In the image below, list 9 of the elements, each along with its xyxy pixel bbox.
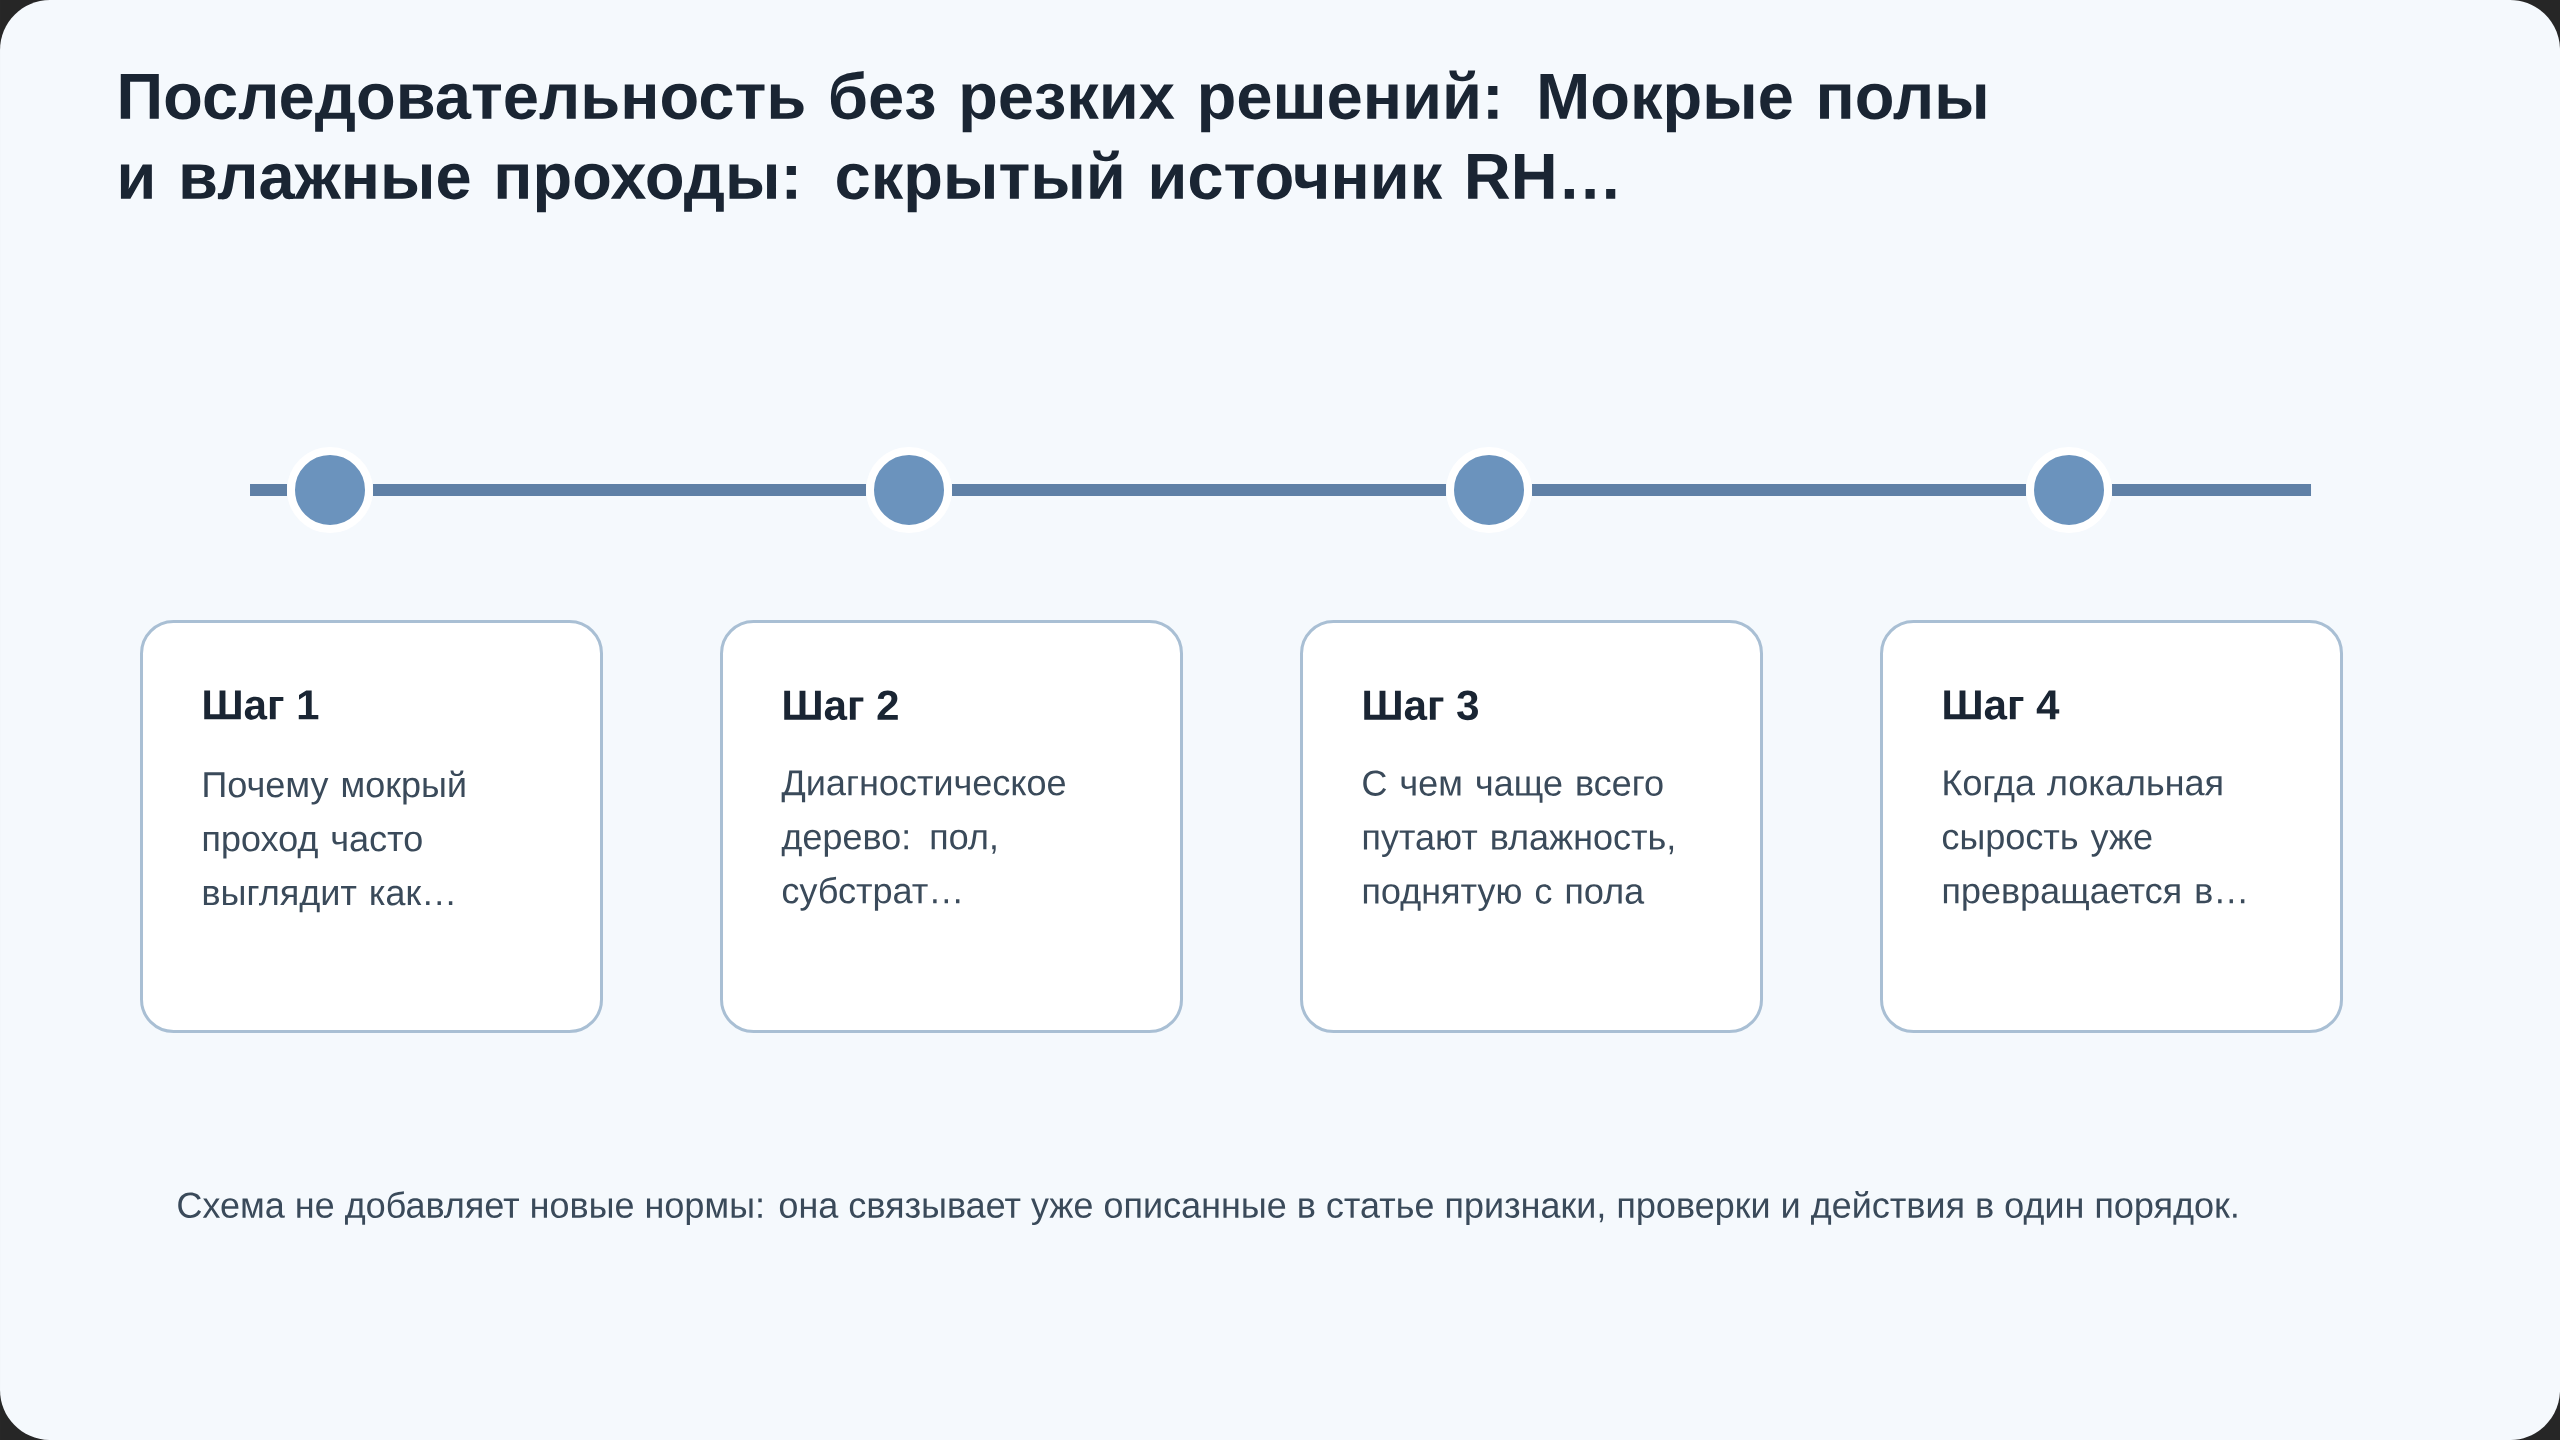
timeline-line: [373, 484, 866, 496]
step-card: Шаг 3 С чем чаще всего путают влажность, поднятую с пола: [1300, 620, 1763, 1033]
step-card: Шаг 4 Когда локальная сырость уже превращается в…: [1880, 620, 2343, 1033]
step-card: Шаг 1 Почему мокрый проход часто выглядит как…: [140, 620, 603, 1033]
timeline-line: [1532, 484, 2026, 496]
timeline-line: [952, 484, 1446, 496]
step-card: Шаг 2 Диагностическое дерево: пол, субстрат…: [720, 620, 1183, 1033]
title: Последовательность без резких решений: Мокрые полы и влажные проходы: скрытый источник RH…: [120, 70, 1986, 213]
footnote: Схема не добавляет новые нормы: она связывает уже описанные в статье признаки, проверки и действия в один порядок.: [178, 1190, 2237, 1226]
